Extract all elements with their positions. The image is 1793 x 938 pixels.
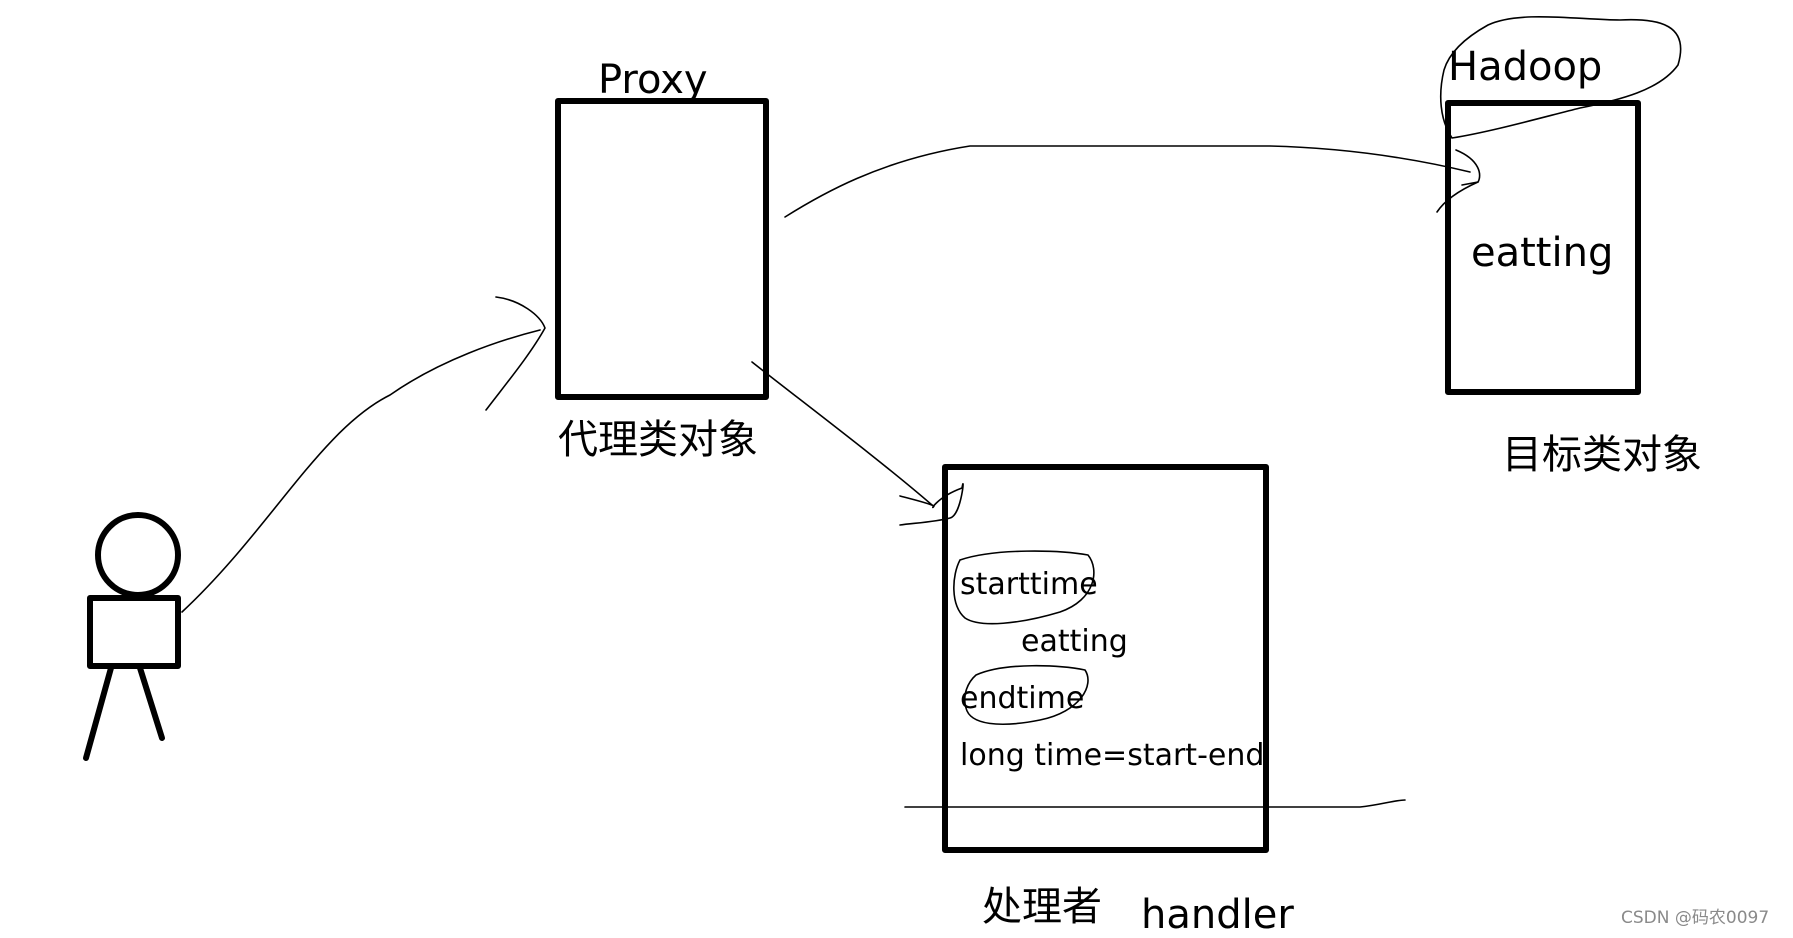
proxy-caption: 代理类对象 [558,417,758,463]
target-box [1445,100,1641,395]
user-right-leg [137,665,165,741]
proxy-box [555,98,769,400]
starttime-circle [953,550,1095,625]
target-title-scribble [1439,15,1682,139]
user-to-proxy-arrow [181,296,546,613]
watermark: CSDN @码农0097 [1621,908,1770,928]
user-body [87,595,181,669]
proxy-title: Proxy [598,57,708,103]
target-title: Hadoop [1448,44,1603,90]
user-left-leg [83,665,114,761]
handler-line-endtime: endtime [960,681,1085,716]
target-caption: 目标类对象 [1502,432,1702,478]
handler-crossing-line [904,799,1406,808]
target-method: eatting [1471,230,1614,276]
handler-box [942,464,1269,853]
handler-caption-cn: 处理者 [982,884,1102,930]
endtime-circle [963,664,1089,725]
handler-line-eatting: eatting [1021,624,1128,659]
user-head [95,512,181,598]
handler-line-formula: long time=start-end [960,738,1265,773]
proxy-to-target-arrow [784,145,1481,218]
proxy-to-handler-arrow [751,361,964,526]
handler-caption-en: handler [1141,892,1294,938]
handler-line-starttime: starttime [960,567,1098,602]
user-stick-figure [83,512,181,761]
